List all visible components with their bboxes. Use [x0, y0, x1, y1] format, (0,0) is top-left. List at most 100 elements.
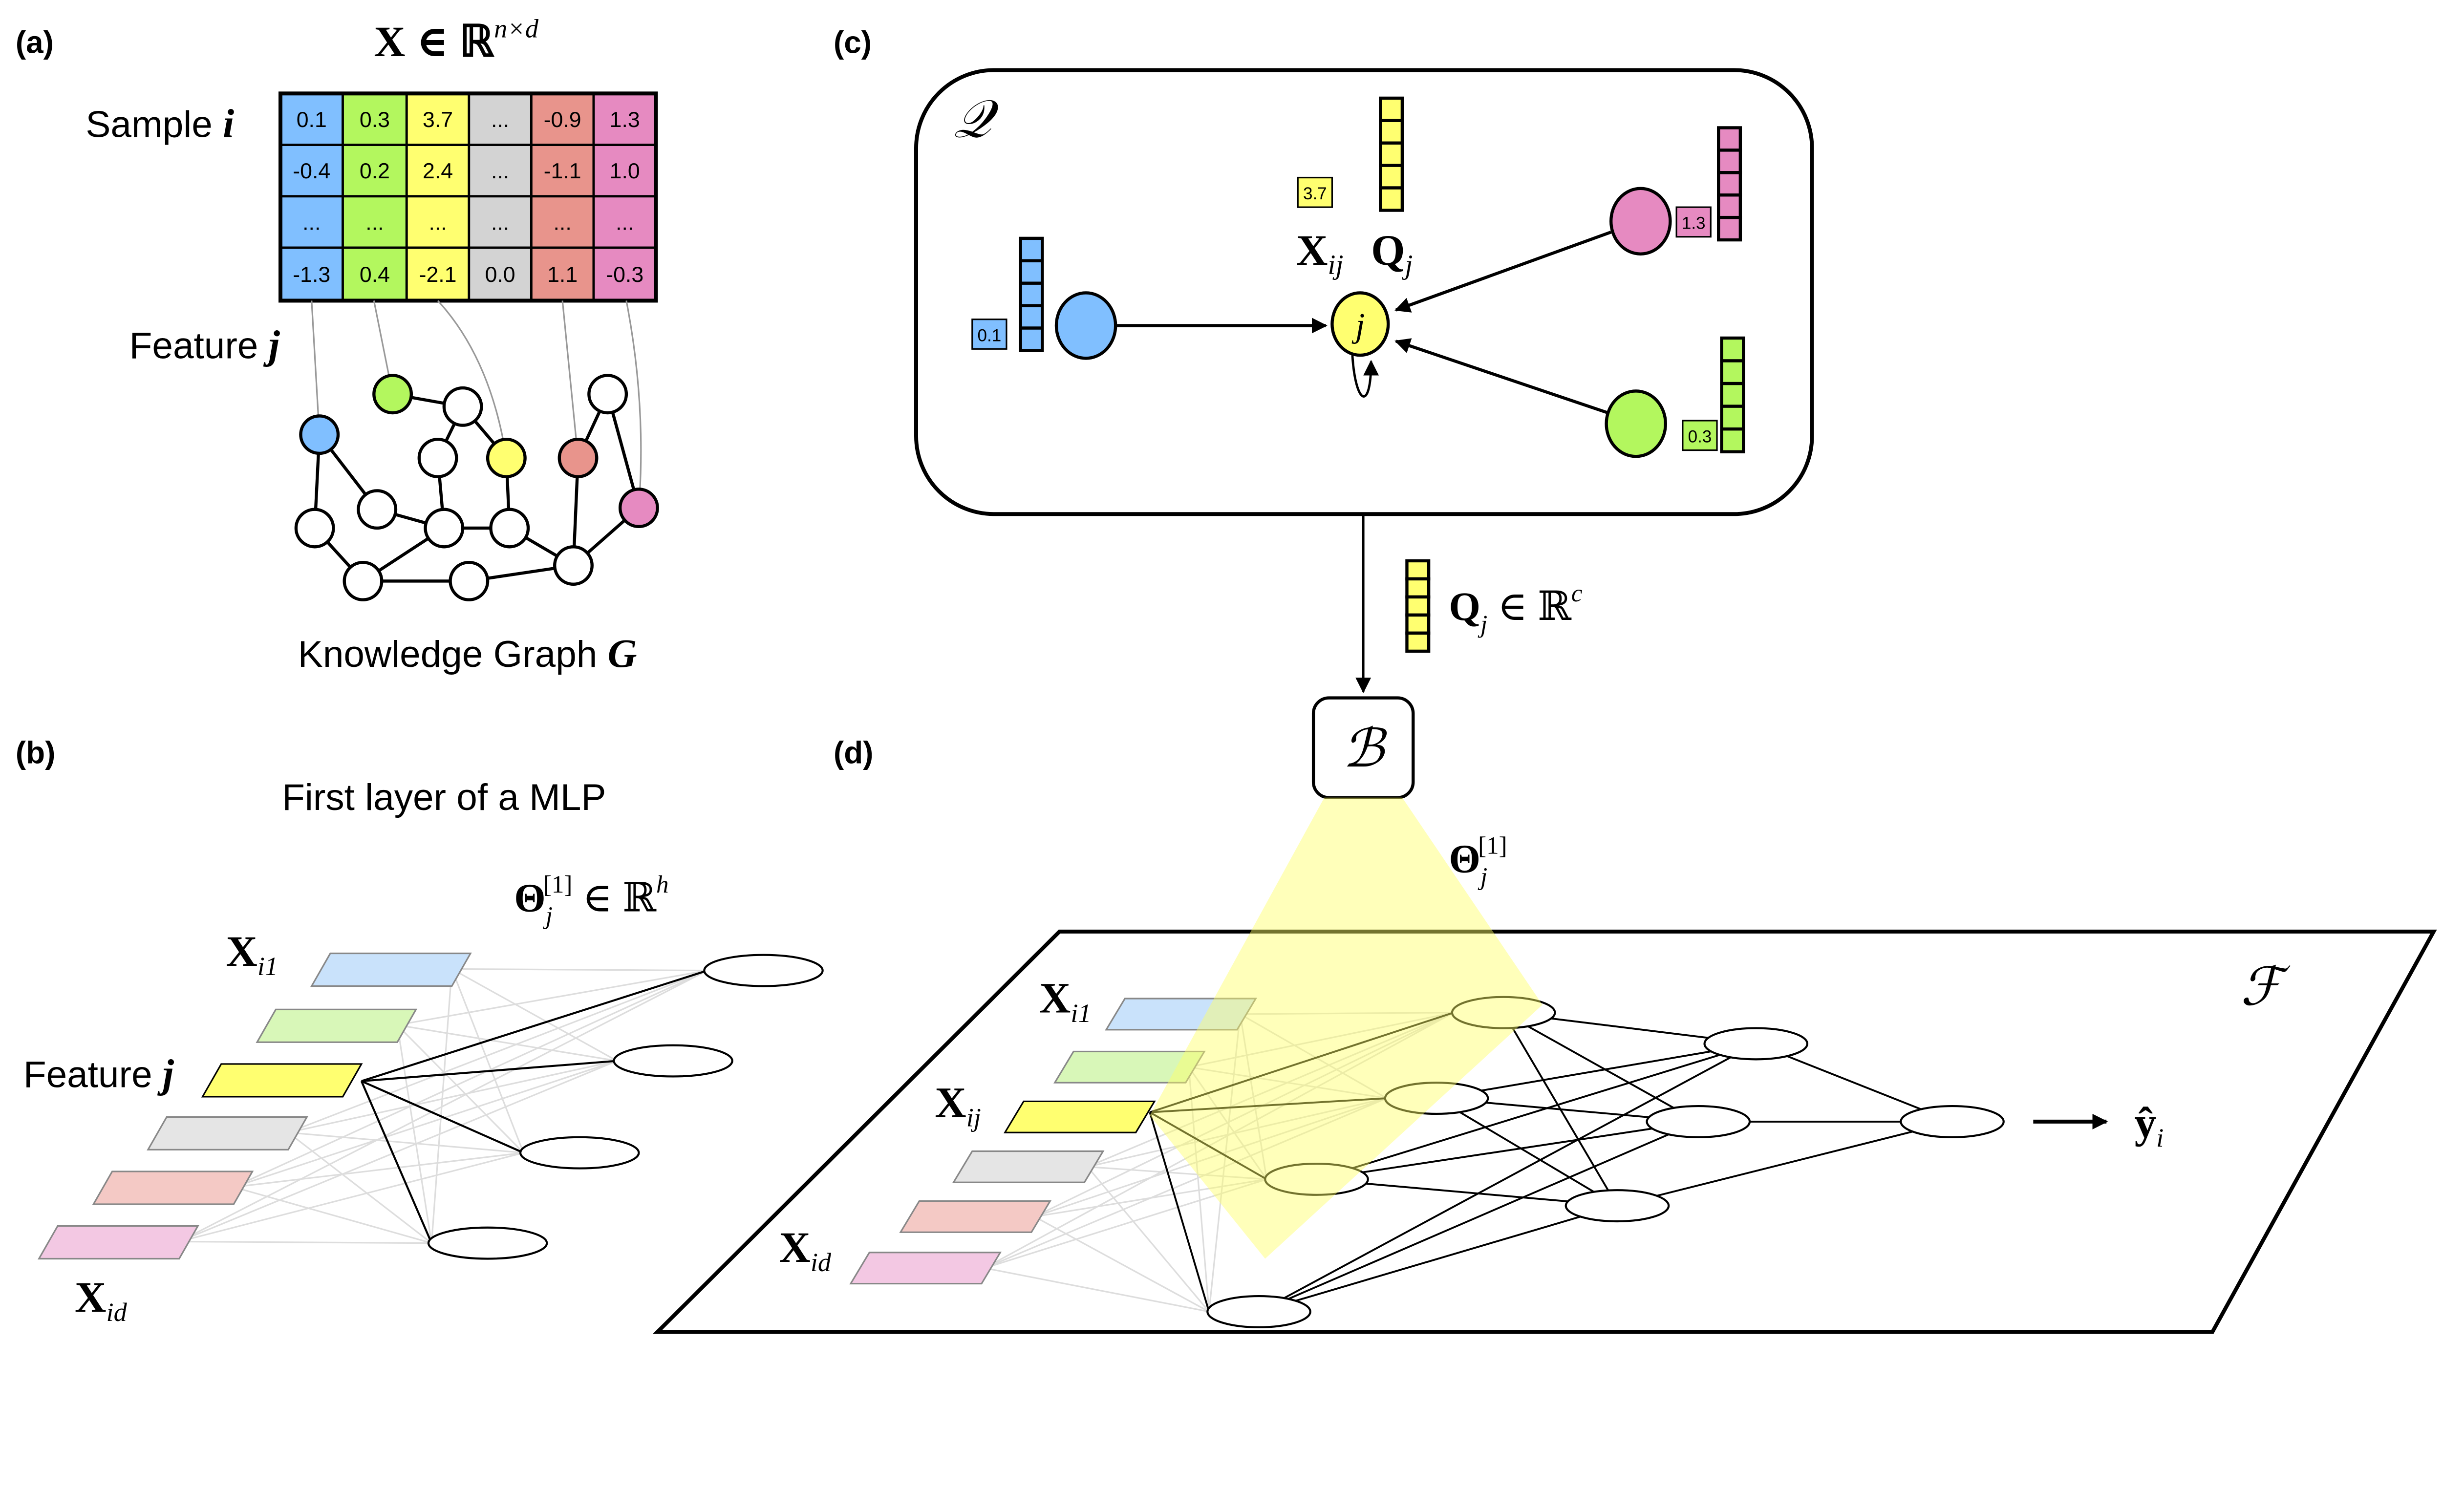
graph-label: Knowledge Graph G	[298, 631, 637, 676]
weight-projection-cone	[1150, 797, 1543, 1259]
feature-j-weight-edge	[1149, 1011, 1454, 1113]
hidden-neuron	[613, 1044, 733, 1078]
weight-edge	[1034, 1012, 1454, 1217]
q-symbol: 𝒬	[954, 90, 999, 149]
value-box	[1675, 206, 1712, 238]
graph-node	[557, 438, 599, 478]
weight-edge	[288, 1060, 618, 1133]
value-box	[971, 319, 1007, 350]
embedding-cell	[1379, 119, 1404, 145]
weight-edge	[179, 1240, 432, 1244]
edge-arrow	[1394, 338, 1608, 415]
weight-edge	[397, 970, 707, 1026]
feature-j-weight-edge	[360, 1081, 433, 1244]
embedding-cell	[1019, 326, 1044, 352]
weight-edge	[985, 1267, 1209, 1313]
neuron	[1646, 1105, 1751, 1138]
feature-j-weight-edge	[1149, 1112, 1210, 1312]
weight-edge	[233, 970, 708, 1188]
matrix-cell-value: -1.3	[293, 263, 330, 287]
weight-edge	[451, 968, 524, 1153]
hidden-edge	[1503, 1012, 1699, 1123]
feature-input	[201, 1063, 363, 1098]
hidden-edge	[1316, 1043, 1757, 1180]
center-node	[1330, 291, 1390, 357]
q-output-vector	[1405, 559, 1431, 653]
mlp-title: First layer of a MLP	[282, 777, 606, 818]
weight-edge	[397, 1024, 618, 1062]
q-output-cell	[1405, 595, 1431, 617]
embedding-cell	[1019, 259, 1044, 285]
value-box	[1682, 420, 1718, 451]
feature-input	[899, 1200, 1052, 1233]
panel-b-label: (b)	[16, 735, 55, 770]
x-i1-label: Xi1	[226, 927, 278, 981]
matrix-cell	[468, 195, 533, 249]
neuron	[1703, 1027, 1809, 1061]
neuron	[1900, 1105, 2005, 1138]
hidden-edge	[1436, 1097, 1618, 1207]
matrix-cell-value: 0.3	[360, 108, 390, 132]
q-output-cell	[1405, 577, 1431, 599]
q-output-cell	[1405, 613, 1431, 635]
q-output-cell	[1405, 559, 1431, 581]
matrix-cell-value: 1.0	[610, 159, 640, 183]
weight-edge	[1087, 1166, 1210, 1312]
mlp-first-layer	[37, 952, 824, 1260]
output-edge	[1617, 1121, 1953, 1207]
matrix-cell-value: 3.7	[423, 108, 453, 132]
feature-input	[1105, 998, 1257, 1031]
q-j-label: Qj	[1371, 226, 1413, 280]
matrix-cell-value: 0.1	[297, 108, 327, 132]
graph-node	[299, 414, 340, 455]
q-output-cell	[1405, 631, 1431, 653]
mlp-network	[849, 996, 2005, 1328]
value-box-label: 0.3	[1688, 427, 1712, 447]
embedding-cell	[1717, 126, 1742, 152]
panel-d: (d) ℱ Θj[1] Xi1 Xij Xid ŷi	[653, 735, 2437, 1334]
hidden-edge	[1258, 1205, 1618, 1313]
embedding-cell	[1379, 186, 1404, 212]
weight-edge	[1034, 1216, 1210, 1313]
theta-label: Θj[1] ∈ ℝh	[514, 871, 668, 930]
feature-input	[92, 1171, 254, 1205]
embedding-cell	[1717, 215, 1742, 242]
weight-edge	[1034, 1097, 1387, 1217]
neuron	[1206, 1295, 1311, 1328]
weight-edge	[1087, 1012, 1454, 1168]
hidden-edge	[1316, 1121, 1699, 1180]
panel-a-label: (a)	[16, 24, 54, 60]
sample-label: Sample i	[86, 101, 234, 146]
hidden-edge	[1258, 1043, 1757, 1313]
weight-edge	[178, 970, 708, 1242]
knowledge-graph	[294, 374, 659, 601]
feature-input	[310, 952, 472, 987]
weight-edge	[1240, 1013, 1387, 1099]
embedding-cell	[1019, 281, 1044, 307]
matrix-cell-value: 1.1	[547, 263, 578, 287]
feature-j-weight-edge	[361, 1080, 524, 1154]
embedding-cell	[1379, 141, 1404, 167]
graph-node	[587, 374, 628, 415]
weight-edge	[451, 968, 618, 1062]
matrix-title: X ∈ ℝn×d	[374, 14, 539, 66]
matrix-cell	[279, 246, 344, 302]
feature-input	[147, 1116, 308, 1150]
matrix-cell-value: 0.0	[485, 263, 515, 287]
panel-c: (c) 𝒬 j0.13.71.30.3 Xij Qj Qj ∈ ℝc ℬ	[834, 24, 1814, 799]
matrix-border	[278, 91, 658, 303]
matrix-cell	[342, 246, 408, 302]
feature-input	[1003, 1100, 1156, 1133]
embedding-cell	[1019, 304, 1044, 330]
feature-j-weight-edge	[1150, 1097, 1387, 1113]
graph-node	[486, 438, 527, 478]
weight-edge	[1188, 1067, 1210, 1312]
graph-node	[424, 508, 465, 549]
embedding-cell	[1379, 96, 1404, 122]
feature-input	[849, 1252, 1002, 1285]
graph-node	[449, 560, 490, 601]
f-symbol: ℱ	[2240, 958, 2291, 1017]
feature-input	[952, 1150, 1105, 1183]
graph-node	[553, 545, 594, 586]
